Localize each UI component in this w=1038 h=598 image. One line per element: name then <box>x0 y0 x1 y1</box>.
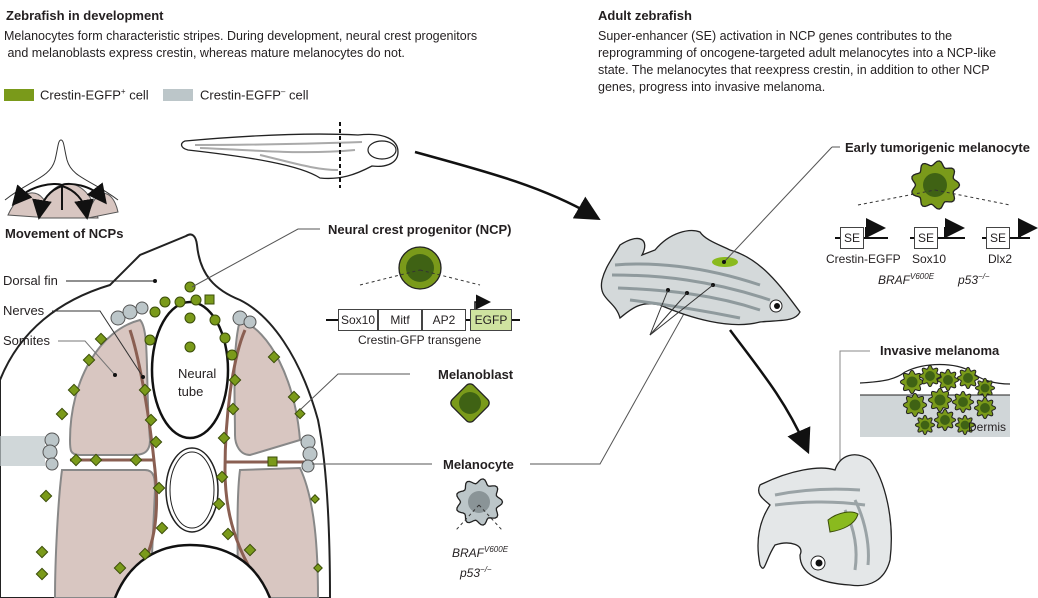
ncp-label: Neural crest progenitor (NCP) <box>328 222 512 237</box>
legend-label-positive: Crestin-EGFP+ cell <box>40 87 149 103</box>
early-tumor-cell-icon <box>857 160 1011 210</box>
gene-label-sox10: Sox10 <box>912 252 947 266</box>
right-description-line4: genes, progress into invasive melanoma. <box>598 80 826 94</box>
legend-label-negative: Crestin-EGFP– cell <box>200 87 309 103</box>
early-tumor-label: Early tumorigenic melanocyte <box>845 140 1030 155</box>
gene-box-sox10: Sox10 <box>338 309 378 331</box>
tumor-cell-nucleus <box>958 397 968 407</box>
trunk-cross-section <box>0 233 332 598</box>
se-box-crestin: SE <box>840 227 864 249</box>
left-panel-title: Zebrafish in development <box>6 8 164 23</box>
right-description-line2: reprogramming of oncogene-targeted adult… <box>598 46 997 60</box>
neural-tube-label-line1: Neural <box>178 366 217 381</box>
tumor-cell-nucleus <box>925 371 935 381</box>
movement-of-ncps-label: Movement of NCPs <box>5 226 124 241</box>
neural-tube-label-line2: tube <box>178 384 204 399</box>
tumor-cell-nucleus <box>934 394 946 406</box>
tumor-cell-nucleus <box>960 420 970 430</box>
melanoblast-leader-line <box>299 373 410 411</box>
ncp-cell-icon <box>359 246 481 290</box>
tumor-cell-nucleus <box>906 376 918 388</box>
gene-label-dlx2: Dlx2 <box>988 252 1013 266</box>
left-description-line1: Melanocytes form characteristic stripes.… <box>4 29 478 43</box>
tumor-cell-nucleus <box>940 415 950 425</box>
invasive-melanoma-label: Invasive melanoma <box>880 343 1000 358</box>
tumor-cell-nucleus <box>920 420 930 430</box>
se-box-dlx2: SE <box>986 227 1010 249</box>
melanoblast-icon <box>450 383 490 423</box>
legend-swatch-negative <box>163 89 193 101</box>
gene-box-egfp: EGFP <box>470 309 512 331</box>
melanocyte-genotype-p53: p53−/− <box>460 565 492 580</box>
melanocyte-icon <box>455 478 504 531</box>
development-arrow <box>414 150 601 220</box>
progression-arrow <box>729 329 811 455</box>
melanoblast-label: Melanoblast <box>438 367 514 382</box>
gene-box-mitf: Mitf <box>378 309 422 331</box>
gene-box-ap2: AP2 <box>422 309 466 331</box>
legend-swatch-positive <box>4 89 34 101</box>
dorsal-fin-label: Dorsal fin <box>3 273 58 288</box>
ncp-leader-line <box>191 228 320 288</box>
melanocyte-label: Melanocyte <box>443 457 514 472</box>
tumor-cell-nucleus <box>980 403 990 413</box>
melanocyte-cells <box>42 301 318 473</box>
zebrafish-larva <box>180 122 399 188</box>
right-panel-title: Adult zebrafish <box>598 8 692 23</box>
tumor-cell-nucleus <box>980 383 990 393</box>
transgene-label: Crestin-GFP transgene <box>358 333 482 347</box>
invasive-melanoma-inset <box>859 363 1011 437</box>
left-description-line2: and melanoblasts express crestin, wherea… <box>4 46 405 60</box>
nerves-label: Nerves <box>3 303 45 318</box>
curled-zebrafish-with-melanoma <box>757 454 892 587</box>
melanoblast-cells <box>35 332 323 581</box>
right-description-line3: state. The melanocytes that reexpress cr… <box>598 63 990 77</box>
right-description-line1: Super-enhancer (SE) activation in NCP ge… <box>598 29 953 43</box>
dermis-label: Dermis <box>968 420 1006 434</box>
early-tumor-genotype-p53: p53−/− <box>958 272 990 287</box>
se-box-sox10: SE <box>914 227 938 249</box>
tumor-cell-nucleus <box>909 399 921 411</box>
tumor-cell-nucleus <box>963 373 973 383</box>
ncp-movement-diagram <box>4 139 119 220</box>
gene-label-crestin-egfp: Crestin-EGFP <box>826 252 901 266</box>
early-tumor-genotype-braf: BRAFV600E <box>878 272 935 287</box>
melanocyte-genotype-braf: BRAFV600E <box>452 545 509 560</box>
somites-label: Somites <box>3 333 50 348</box>
adult-zebrafish <box>600 146 840 336</box>
tumor-cell-nucleus <box>943 375 953 385</box>
